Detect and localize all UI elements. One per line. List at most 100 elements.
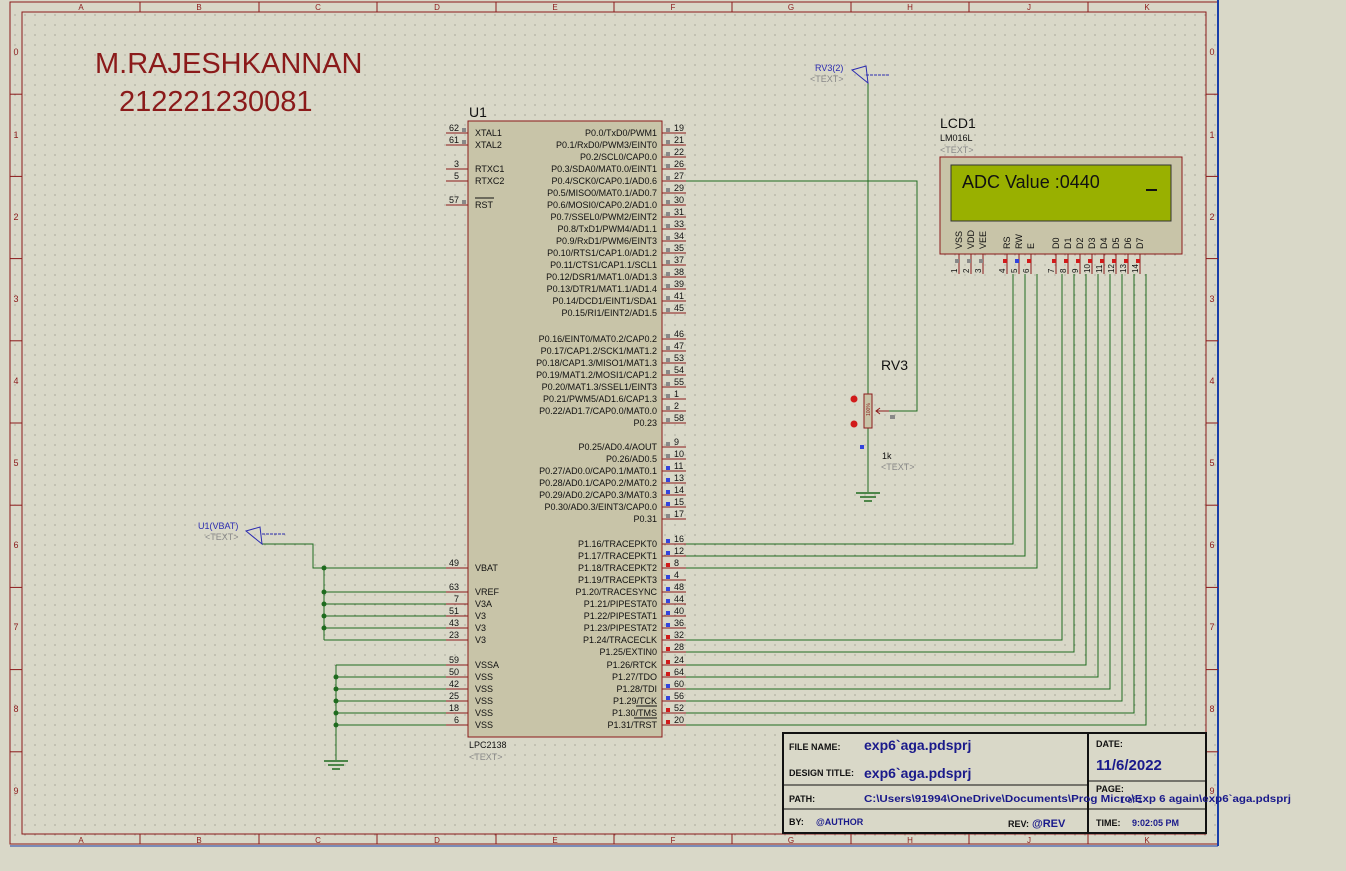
wire[interactable]: [686, 274, 1123, 702]
vbat-voltage-probe[interactable]: U1(VBAT) <TEXT>: [198, 521, 286, 546]
wire[interactable]: [686, 274, 1075, 653]
wire[interactable]: [686, 180, 918, 412]
lcd-pin-e[interactable]: 6E: [1022, 243, 1036, 274]
title-block[interactable]: FILE NAME: exp6`aga.pdsprj DESIGN TITLE:…: [782, 732, 1291, 834]
wire[interactable]: [686, 274, 1038, 569]
wire[interactable]: [686, 274, 1147, 726]
rv3-voltage-probe[interactable]: RV3(2) <TEXT>: [810, 63, 890, 85]
lcd-pin-rw[interactable]: 5RW: [1010, 234, 1024, 274]
lcd-pin-rs[interactable]: 4RS: [998, 236, 1012, 274]
lcd-pin-d2[interactable]: 9D2: [1071, 237, 1085, 274]
mcu-pin-p0-21[interactable]: 1P0.21/PWM5/AD1.6/CAP1.3: [543, 389, 686, 404]
lcd-lm016l[interactable]: LCD1 LM016L <TEXT> ADC Value :0440 1VSS2…: [939, 115, 1183, 274]
wire[interactable]: [686, 274, 1026, 557]
potentiometer-rv3[interactable]: RV3 100% 1k <TEXT>: [850, 357, 915, 472]
wire[interactable]: [686, 274, 1087, 666]
pot-body[interactable]: [863, 393, 873, 429]
mcu-pin-p0-22[interactable]: 2P0.22/AD1.7/CAP0.0/MAT0.0: [539, 401, 686, 416]
mcu-body[interactable]: [467, 120, 663, 738]
wire-net[interactable]: [262, 83, 1147, 760]
wire[interactable]: [686, 274, 1014, 545]
wire[interactable]: [686, 274, 1135, 714]
wire[interactable]: [686, 274, 1099, 678]
mcu-pin-p1-19[interactable]: 4P1.19/TRACEPKT3: [578, 570, 686, 585]
lcd-pin-d1[interactable]: 8D1: [1059, 237, 1073, 274]
wire[interactable]: [686, 274, 1063, 641]
wire[interactable]: [262, 543, 446, 569]
mcu-pin-p1-18[interactable]: 8P1.18/TRACEPKT2: [578, 558, 686, 573]
lcd-pin-d0[interactable]: 7D0: [1047, 237, 1061, 274]
mcu-pin-p0-25[interactable]: 9P0.25/AD0.4/AOUT: [578, 437, 686, 452]
wire[interactable]: [686, 274, 1111, 690]
